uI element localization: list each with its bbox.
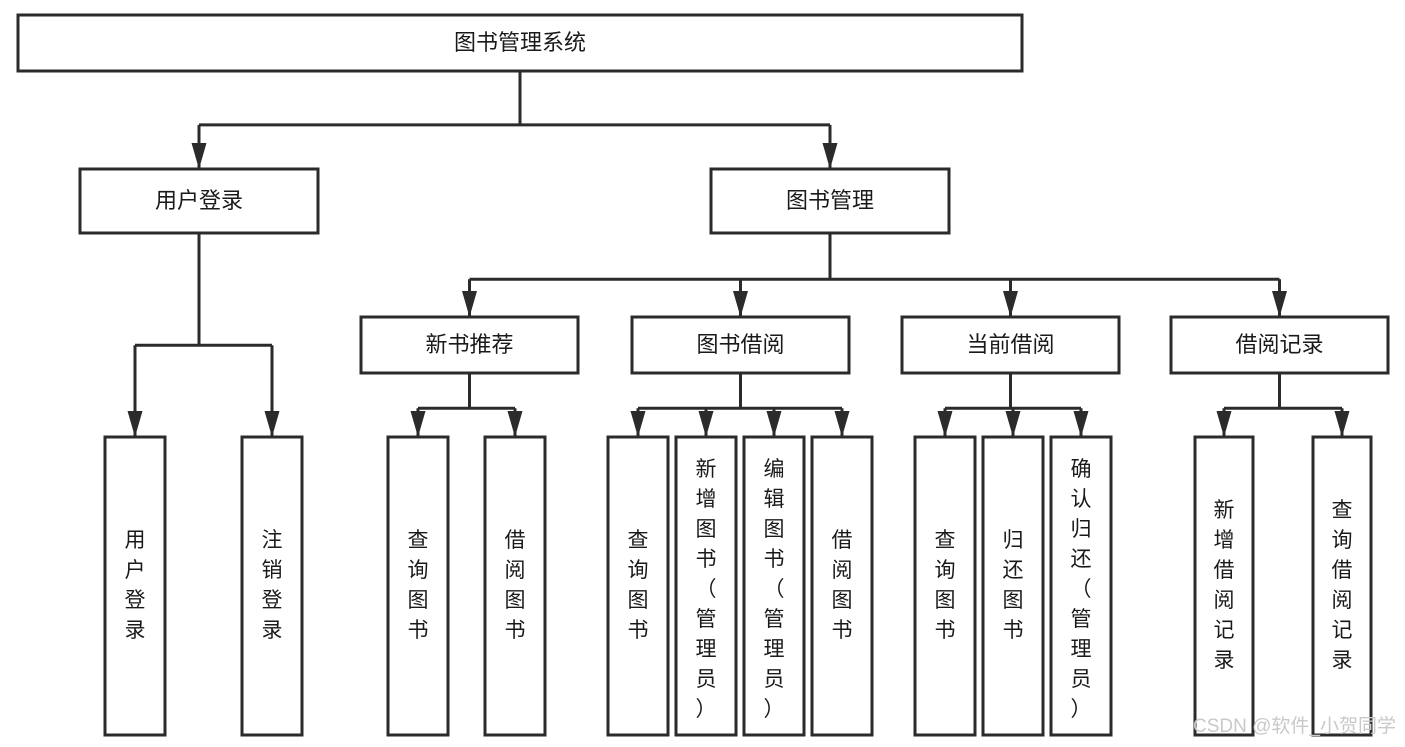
node-leaf-user-logout[interactable]: 注销登录: [240, 435, 304, 737]
node-box-book-borrow[interactable]: [630, 315, 851, 375]
node-box-leaf-query-book-2[interactable]: [606, 435, 670, 737]
node-box-leaf-borrow-book-1[interactable]: [483, 435, 547, 737]
node-label-leaf-query-book-3: 查询图书: [935, 529, 956, 642]
node-borrow-record[interactable]: 借阅记录: [1169, 315, 1390, 375]
node-box-leaf-return-book[interactable]: [981, 435, 1045, 737]
node-leaf-borrow-book-1[interactable]: 借阅图书: [483, 435, 547, 737]
node-label-book-borrow: 图书借阅: [696, 332, 784, 357]
node-box-leaf-add-book[interactable]: [674, 435, 738, 737]
csdn-watermark: CSDN @软件_小贺同学: [1193, 715, 1396, 737]
node-label-root: 图书管理系统: [454, 30, 586, 55]
node-box-leaf-user-login[interactable]: [103, 435, 167, 737]
node-leaf-add-book[interactable]: 新增图书（管理员）: [674, 435, 738, 737]
node-label-leaf-query-book-1: 查询图书: [408, 529, 429, 642]
node-book-borrow[interactable]: 图书借阅: [630, 315, 851, 375]
node-new-book-rec[interactable]: 新书推荐: [359, 315, 580, 375]
node-box-leaf-edit-book[interactable]: [742, 435, 806, 737]
node-leaf-add-record[interactable]: 新增借阅记录: [1193, 435, 1255, 737]
node-leaf-confirm-return[interactable]: 确认归还（管理员）: [1049, 435, 1113, 737]
node-box-leaf-query-book-3[interactable]: [913, 435, 977, 737]
node-label-leaf-user-login: 用户登录: [125, 529, 146, 642]
node-label-new-book-rec: 新书推荐: [425, 332, 513, 357]
node-label-leaf-confirm-return: 确认归还（管理员）: [1071, 458, 1092, 721]
node-box-leaf-add-record[interactable]: [1193, 435, 1255, 737]
node-label-leaf-add-record: 新增借阅记录: [1214, 499, 1235, 672]
node-leaf-edit-book[interactable]: 编辑图书（管理员）: [742, 435, 806, 737]
node-book-manage[interactable]: 图书管理: [709, 167, 951, 235]
node-label-leaf-borrow-book-1: 借阅图书: [505, 529, 526, 642]
node-label-borrow-record: 借阅记录: [1235, 332, 1323, 357]
node-leaf-return-book[interactable]: 归还图书: [981, 435, 1045, 737]
node-leaf-query-book-3[interactable]: 查询图书: [913, 435, 977, 737]
nodes-layer: 图书管理系统用户登录图书管理新书推荐图书借阅当前借阅借阅记录用户登录注销登录查询…: [16, 13, 1390, 737]
node-box-borrow-record[interactable]: [1169, 315, 1390, 375]
node-box-root[interactable]: [16, 13, 1024, 73]
node-box-leaf-query-record[interactable]: [1311, 435, 1373, 737]
node-box-leaf-user-logout[interactable]: [240, 435, 304, 737]
node-label-leaf-borrow-book-2: 借阅图书: [832, 529, 853, 642]
node-box-current-borrow[interactable]: [900, 315, 1121, 375]
node-leaf-borrow-book-2[interactable]: 借阅图书: [810, 435, 874, 737]
node-label-leaf-return-book: 归还图书: [1003, 529, 1024, 642]
node-leaf-query-book-2[interactable]: 查询图书: [606, 435, 670, 737]
node-current-borrow[interactable]: 当前借阅: [900, 315, 1121, 375]
node-label-leaf-query-record: 查询借阅记录: [1332, 499, 1353, 672]
node-label-leaf-user-logout: 注销登录: [262, 529, 283, 642]
node-leaf-query-book-1[interactable]: 查询图书: [386, 435, 450, 737]
node-label-current-borrow: 当前借阅: [966, 332, 1054, 357]
node-leaf-query-record[interactable]: 查询借阅记录: [1311, 435, 1373, 737]
node-label-user-login: 用户登录: [155, 188, 243, 213]
node-box-book-manage[interactable]: [709, 167, 951, 235]
node-root[interactable]: 图书管理系统: [16, 13, 1024, 73]
edges-layer: [127, 71, 1350, 437]
node-user-login[interactable]: 用户登录: [78, 167, 320, 235]
node-label-leaf-add-book: 新增图书（管理员）: [696, 458, 717, 721]
node-box-leaf-query-book-1[interactable]: [386, 435, 450, 737]
node-box-leaf-confirm-return[interactable]: [1049, 435, 1113, 737]
node-label-book-manage: 图书管理: [786, 188, 874, 213]
node-box-new-book-rec[interactable]: [359, 315, 580, 375]
node-label-leaf-edit-book: 编辑图书（管理员）: [764, 458, 785, 721]
node-label-leaf-query-book-2: 查询图书: [628, 529, 649, 642]
node-leaf-user-login[interactable]: 用户登录: [103, 435, 167, 737]
node-box-leaf-borrow-book-2[interactable]: [810, 435, 874, 737]
node-box-user-login[interactable]: [78, 167, 320, 235]
